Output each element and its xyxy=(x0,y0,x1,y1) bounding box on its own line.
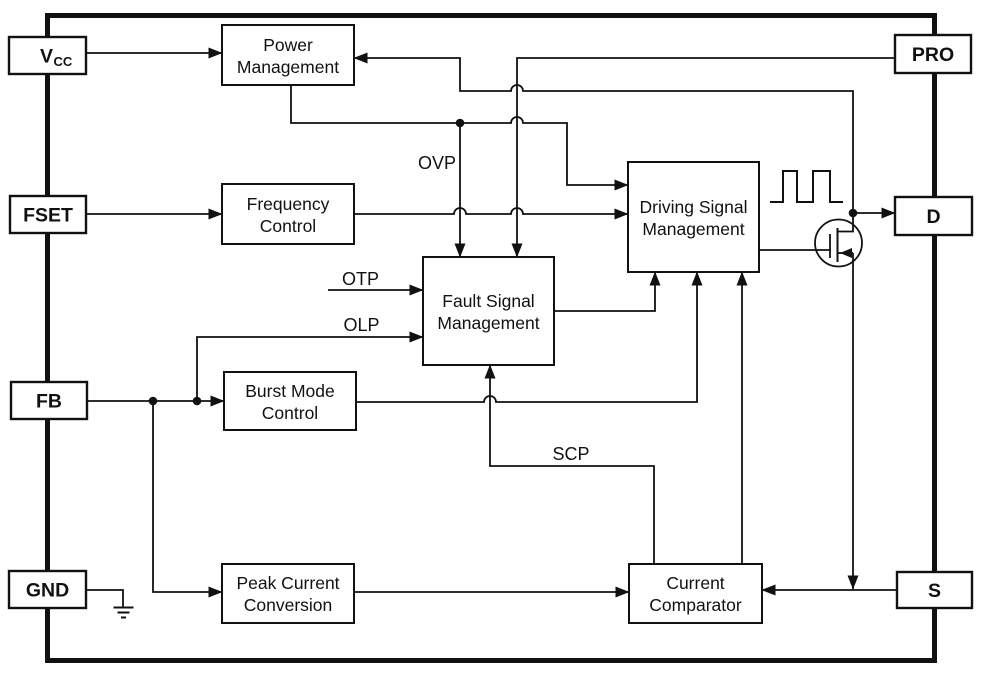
block-fault-signal-management: Fault Signal Management xyxy=(422,256,555,366)
pin-s: S xyxy=(895,570,974,610)
block-label: Current xyxy=(666,573,724,593)
pin-vcc: V CC xyxy=(7,35,88,76)
block-label: Burst Mode xyxy=(245,381,334,401)
block-label: Fault Signal xyxy=(442,291,534,311)
wire-fault-to-driving xyxy=(554,271,661,312)
wire-pro-to-fault xyxy=(511,57,895,258)
block-label: Driving Signal xyxy=(640,197,748,217)
pin-label: S xyxy=(928,580,941,602)
junction-dot xyxy=(192,396,202,406)
wire-power-ovp-to-driving xyxy=(290,85,629,191)
block-label: Frequency xyxy=(247,194,330,214)
block-driving-signal-management: Driving Signal Management xyxy=(627,161,760,273)
wire-fb-to-peak-current xyxy=(152,401,223,598)
block-label: Control xyxy=(260,216,316,236)
mosfet-body-arrow xyxy=(840,248,852,258)
mosfet-icon xyxy=(814,213,863,268)
pwm-waveform-icon xyxy=(770,170,843,203)
block-label: Management xyxy=(237,57,339,77)
pin-label-subscript: CC xyxy=(54,54,73,69)
junction-dot xyxy=(455,118,465,128)
block-label: Management xyxy=(437,313,539,333)
pin-label: FSET xyxy=(23,205,73,227)
signal-label-scp: SCP xyxy=(552,444,589,464)
block-label: Control xyxy=(262,403,318,423)
block-current-comparator: Current Comparator xyxy=(628,563,763,624)
pin-label: GND xyxy=(26,580,69,602)
mosfet-drain-connect xyxy=(838,213,854,233)
pin-label: PRO xyxy=(912,44,954,66)
block-burst-mode-control: Burst Mode Control xyxy=(223,371,357,431)
ic-outline xyxy=(45,13,937,663)
block-power-management: Power Management xyxy=(221,24,355,86)
junction-dot xyxy=(148,396,158,406)
pin-d: D xyxy=(893,195,974,237)
wire-burst-to-driving xyxy=(356,271,703,403)
block-peak-current-conversion: Peak Current Conversion xyxy=(221,563,355,624)
block-label: Management xyxy=(642,219,744,239)
pin-fb: FB xyxy=(9,380,89,421)
block-label: Power xyxy=(263,35,313,55)
wire-olp-to-fault xyxy=(196,331,424,401)
block-label: Peak Current xyxy=(236,573,339,593)
pin-gnd: GND xyxy=(7,569,88,610)
pin-pro: PRO xyxy=(893,33,973,75)
block-label: Conversion xyxy=(244,595,333,615)
junction-dot xyxy=(848,208,858,218)
wire-drain-to-power-management xyxy=(353,52,854,213)
pin-fset: FSET xyxy=(8,194,88,235)
pin-label: D xyxy=(926,206,940,228)
signal-label-ovp: OVP xyxy=(418,153,456,173)
pin-label: V xyxy=(40,46,53,68)
ground-icon xyxy=(86,589,134,619)
wire-frequency-to-driving xyxy=(354,207,629,220)
wire-scp-comparator-to-fault xyxy=(484,364,655,564)
signal-label-olp: OLP xyxy=(343,315,379,335)
block-frequency-control: Frequency Control xyxy=(221,183,355,245)
signal-label-otp: OTP xyxy=(342,269,379,289)
pin-label: FB xyxy=(36,391,62,413)
block-label: Comparator xyxy=(649,595,742,615)
